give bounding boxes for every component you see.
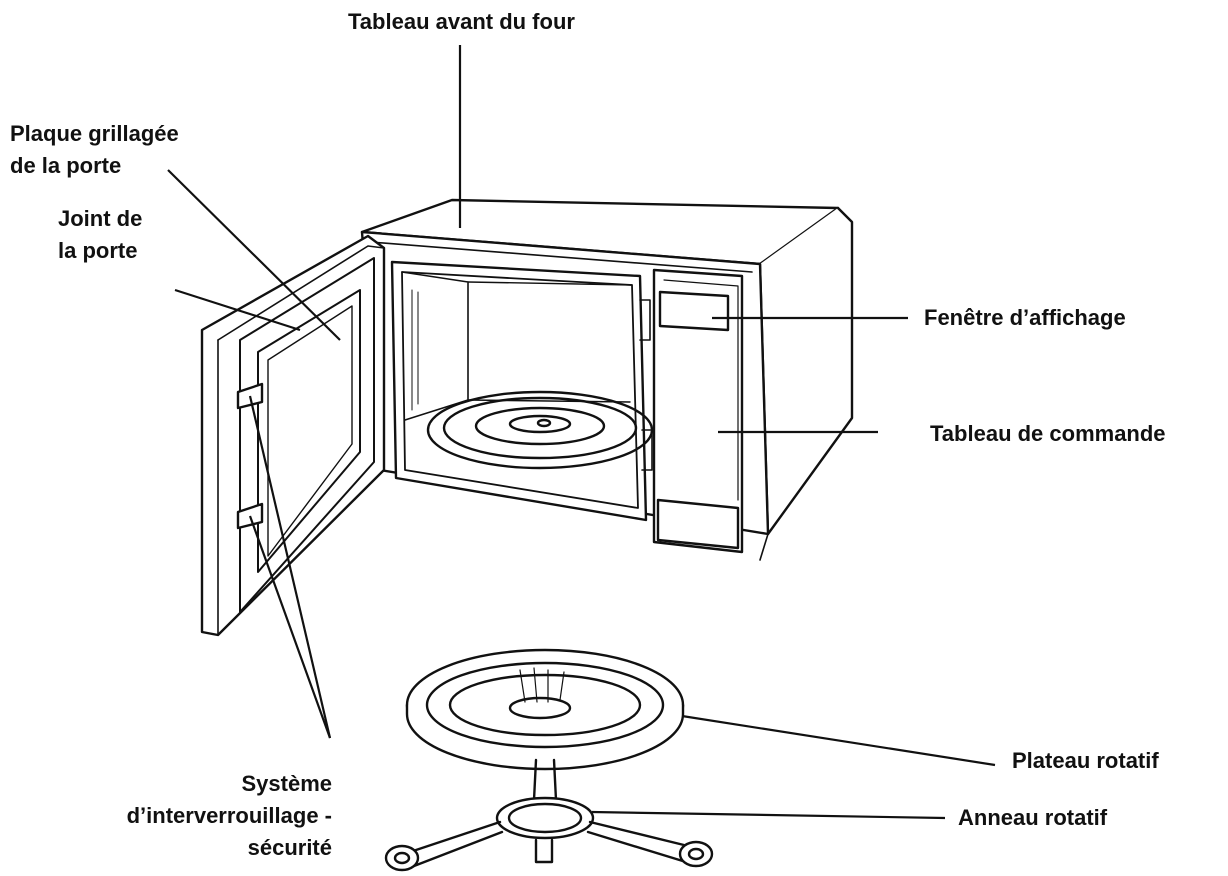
label-door-seal: Joint de la porte	[58, 203, 142, 267]
leader-interlock-1	[248, 395, 332, 739]
oven-cavity	[390, 260, 653, 522]
label-door-screen-line-2: de la porte	[10, 153, 122, 178]
leader-interlock-2	[248, 515, 332, 739]
leader-door-screen	[167, 169, 341, 341]
leader-door-seal	[174, 288, 301, 332]
leader-lines	[167, 45, 996, 820]
control-panel-shape	[652, 268, 744, 554]
label-interlock-line-3: sécurité	[247, 835, 332, 860]
label-interlock-line-2: d’interverrouillage -	[126, 803, 332, 828]
label-door-screen: Plaque grillagée de la porte	[10, 118, 179, 182]
label-interlock: Système d’interverrouillage - sécurité	[127, 768, 332, 864]
label-control-panel: Tableau de commande	[930, 421, 1166, 446]
turntable-plate	[405, 648, 685, 771]
label-interlock-line-1: Système	[241, 771, 332, 796]
label-roller-ring: Anneau rotatif	[958, 805, 1108, 830]
label-door-seal-line-1: Joint de	[58, 206, 143, 231]
label-turntable: Plateau rotatif	[1012, 748, 1159, 773]
label-front-panel: Tableau avant du four	[348, 9, 575, 34]
label-display-window: Fenêtre d’affichage	[924, 305, 1126, 330]
cavity-glass-tray	[426, 390, 654, 470]
label-door-seal-line-2: la porte	[58, 238, 138, 263]
leader-roller-ring	[591, 810, 946, 820]
leader-turntable	[681, 714, 996, 767]
roller-ring	[384, 758, 714, 872]
label-door-screen-line-1: Plaque grillagée	[10, 121, 179, 146]
